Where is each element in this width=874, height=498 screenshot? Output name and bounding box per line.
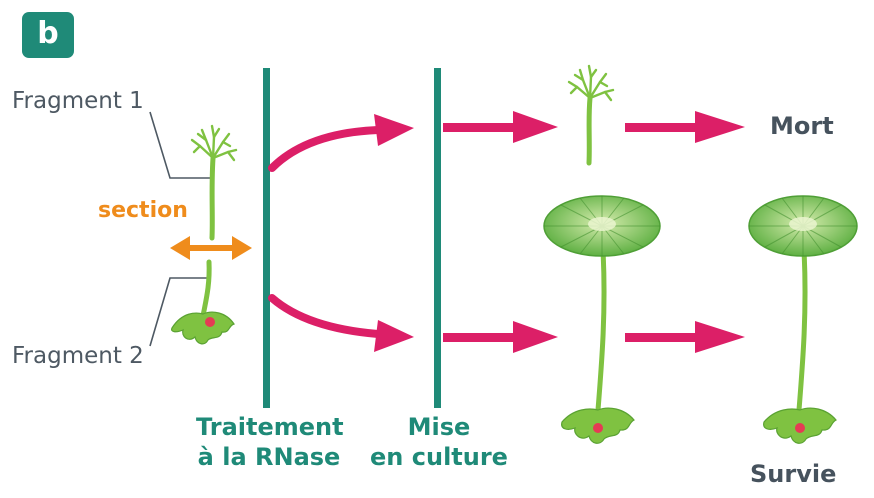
surviving-plant <box>748 195 858 444</box>
culture-label: Mise en culture <box>366 412 512 472</box>
curved-arrow-down <box>268 294 382 338</box>
section-label: section <box>98 198 188 223</box>
curved-arrow-down-head <box>374 320 414 352</box>
original-plant-top <box>190 124 238 241</box>
section-double-arrow <box>170 236 252 260</box>
arrow-culture-bottom <box>443 321 558 353</box>
culture-barrier-line <box>434 68 441 408</box>
nucleus <box>205 317 215 327</box>
survival-label: Survie <box>750 460 837 488</box>
arrow-culture-top <box>443 111 558 143</box>
treatment-label-line2: à la RNase <box>197 443 341 471</box>
fragment2-leader-line <box>149 277 210 347</box>
original-plant-bottom <box>171 259 235 345</box>
panel-label-badge: b <box>22 12 74 58</box>
regenerated-plant-middle <box>543 195 661 444</box>
fragment2-label: Fragment 2 <box>12 343 144 369</box>
fragment1-label: Fragment 1 <box>12 88 144 114</box>
treatment-label-line1: Traitement <box>196 413 344 441</box>
arrow-to-death <box>625 111 745 143</box>
arrow-to-survival <box>625 321 745 353</box>
curved-arrow-up <box>268 126 382 172</box>
cultured-top-fragment <box>567 64 615 166</box>
nucleus <box>795 423 805 433</box>
treatment-label: Traitement à la RNase <box>196 412 344 472</box>
treatment-barrier-line <box>263 68 270 408</box>
nucleus <box>593 423 603 433</box>
culture-label-line1: Mise <box>407 413 471 441</box>
curved-arrow-up-head <box>374 114 414 146</box>
fragment1-leader-line <box>149 111 213 179</box>
culture-label-line2: en culture <box>370 443 508 471</box>
death-label: Mort <box>770 112 834 140</box>
